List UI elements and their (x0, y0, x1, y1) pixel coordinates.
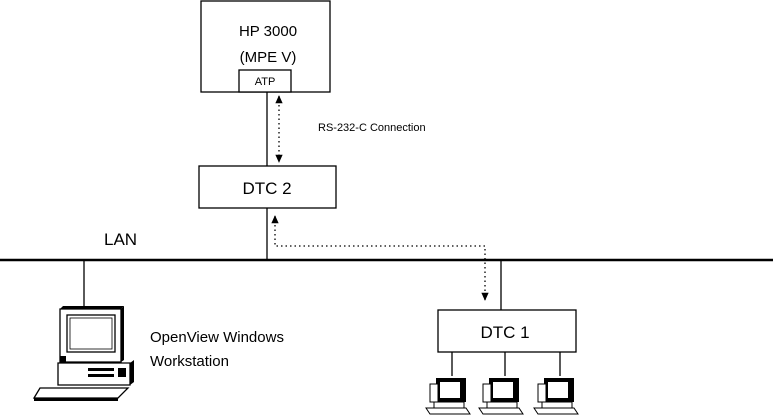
dtc2-label: DTC 2 (242, 179, 291, 198)
workstation-label-line2: Workstation (150, 353, 229, 370)
hp3000-title: HP 3000 (239, 23, 297, 40)
dtc1-box (437, 309, 577, 353)
workstation-label-line1: OpenView Windows (150, 329, 284, 346)
rs232-label: RS-232-C Connection (318, 122, 426, 134)
workstation-computer-icon (32, 306, 134, 401)
terminal-icon-1 (425, 378, 471, 415)
atp-port-label: ATP (255, 76, 276, 88)
terminal-icon-2 (478, 378, 524, 415)
hp3000-os: (MPE V) (240, 49, 297, 66)
terminal-icon-3 (533, 378, 579, 415)
dtc1-label: DTC 1 (480, 323, 529, 342)
lan-label: LAN (104, 230, 137, 249)
dtc2-box (198, 165, 337, 209)
hp3000-host: HP 3000 (MPE V) ATP (200, 0, 331, 93)
atp-port-box (238, 69, 292, 93)
lan-dotted-route (271, 215, 489, 301)
